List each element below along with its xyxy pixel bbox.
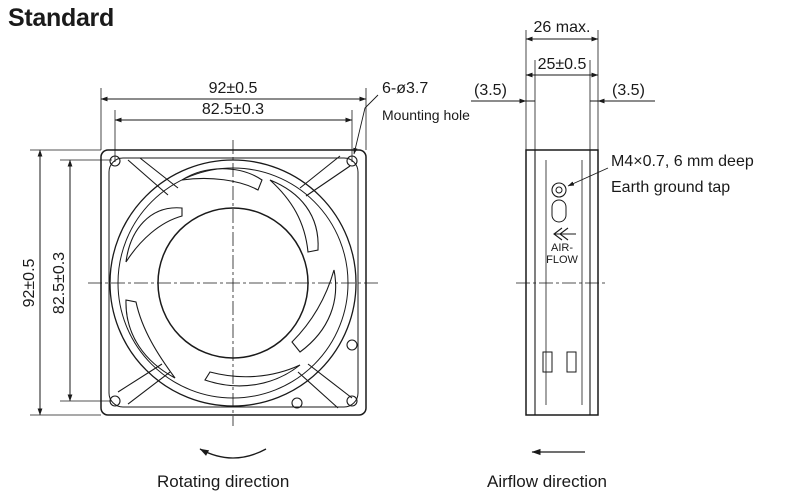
- mounting-holes: [109, 155, 358, 409]
- width-mount-label: 82.5±0.3: [202, 101, 264, 118]
- support-ribs: [117, 155, 353, 409]
- tap-leader: [567, 167, 609, 187]
- hole-spec-label: 6-ø3.7: [382, 80, 428, 97]
- page-title: Standard: [8, 4, 114, 32]
- depth-body-label: 25±0.5: [538, 56, 587, 73]
- flange-left-label: (3.5): [474, 82, 507, 99]
- hole-label: Mounting hole: [382, 107, 470, 123]
- tap-spec-label: M4×0.7, 6 mm deep: [611, 153, 754, 170]
- ground-tap-outer: [551, 182, 567, 198]
- rotating-direction-caption: Rotating direction: [157, 472, 290, 491]
- airflow-text-line1: AIR-: [551, 242, 573, 254]
- tap-label: Earth ground tap: [611, 179, 730, 196]
- connector-pin-b: [566, 351, 577, 373]
- side-extension-lines: [525, 30, 599, 150]
- front-view: [30, 88, 379, 459]
- side-view: [471, 30, 655, 456]
- flange-right-label: (3.5): [612, 82, 645, 99]
- ground-tap-inner: [555, 186, 563, 194]
- airflow-direction-caption: Airflow direction: [487, 472, 607, 491]
- connector-pin-a: [542, 351, 553, 373]
- extension-lines: [30, 88, 367, 416]
- fan-frame: [100, 149, 367, 416]
- rotation-arrow: [199, 448, 267, 459]
- width-outer-label: 92±0.5: [209, 80, 258, 97]
- ground-tap-slot: [551, 199, 567, 223]
- airflow-text-line2: FLOW: [546, 254, 578, 266]
- height-mount-label: 82.5±0.3: [51, 252, 68, 314]
- height-outer-label: 92±0.5: [21, 258, 38, 307]
- hole-leader: [353, 94, 379, 155]
- frame-inner: [108, 157, 359, 408]
- depth-max-label: 26 max.: [534, 19, 591, 36]
- center-lines: [88, 140, 378, 426]
- impeller-blades: [125, 168, 337, 387]
- side-body: [525, 149, 599, 416]
- airflow-chevron: [553, 227, 576, 241]
